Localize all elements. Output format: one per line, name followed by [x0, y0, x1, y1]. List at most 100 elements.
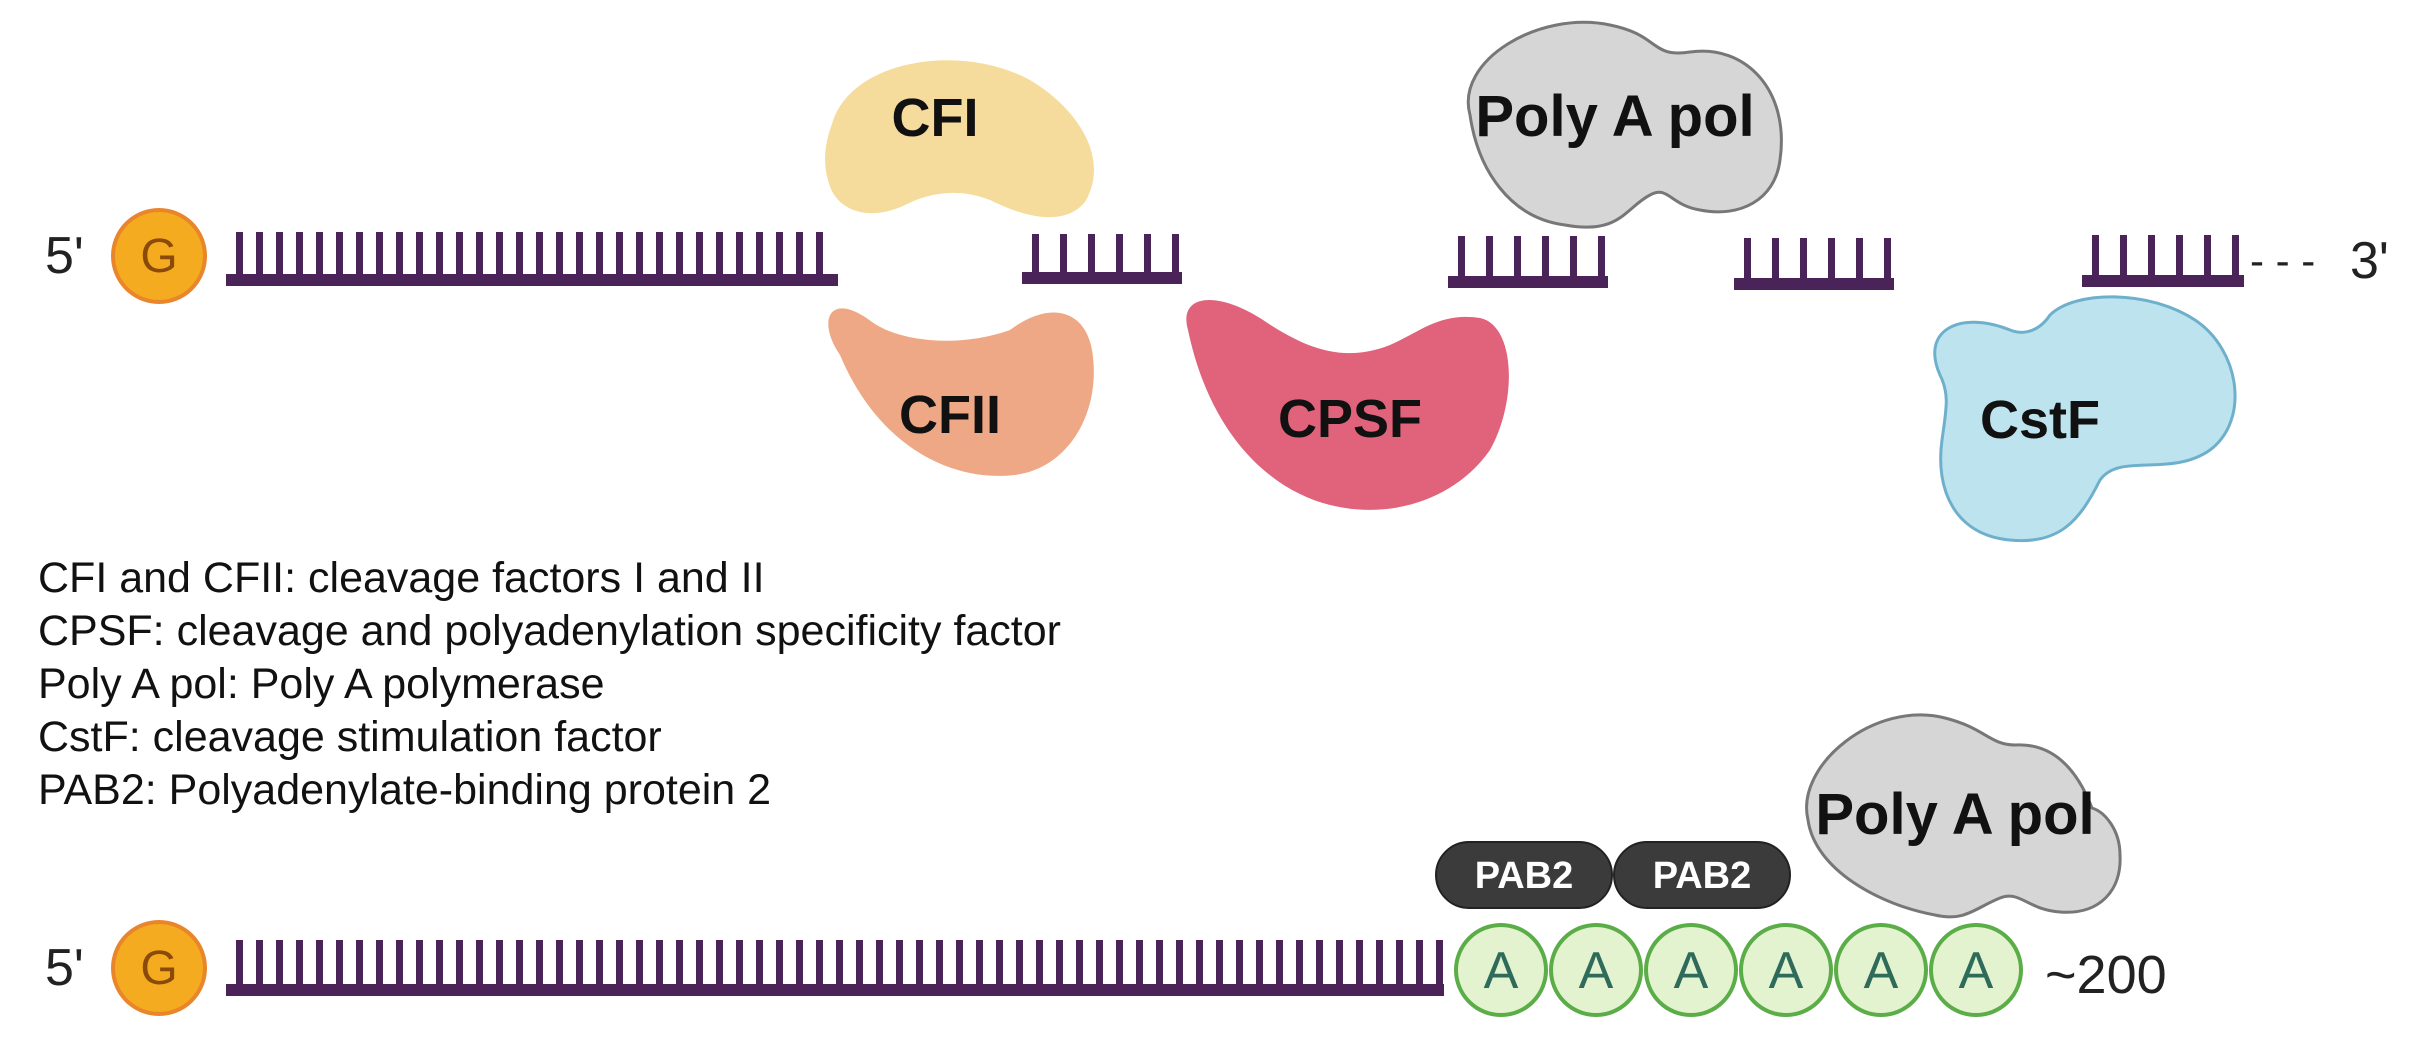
- rna-nucleotide-tick: [396, 940, 403, 986]
- rna-segment-4: [1734, 238, 1894, 290]
- polya-tail: A A A A A A: [1454, 923, 2023, 1017]
- polya-pol-bottom: Poly A pol: [1805, 713, 2122, 919]
- rna-nucleotide-tick: [2176, 235, 2183, 277]
- rna-nucleotide-tick: [716, 232, 723, 276]
- rna-nucleotide-tick: [1236, 940, 1243, 986]
- adenine-5: A: [1834, 923, 1928, 1017]
- rna-nucleotide-tick: [456, 232, 463, 276]
- rna-nucleotide-tick: [756, 940, 763, 986]
- rna-nucleotide-tick: [376, 940, 383, 986]
- rna-nucleotide-tick: [1056, 940, 1063, 986]
- top-5prime-label: 5': [45, 227, 84, 285]
- rna-nucleotide-tick: [636, 232, 643, 276]
- rna-nucleotide-tick: [1256, 940, 1263, 986]
- rna-nucleotide-tick: [1436, 940, 1443, 986]
- rna-nucleotide-tick: [1136, 940, 1143, 986]
- rna-backbone: [1734, 278, 1894, 290]
- top-dashes: - - -: [2250, 237, 2315, 284]
- rna-nucleotide-tick: [1116, 940, 1123, 986]
- rna-nucleotide-tick: [1744, 238, 1751, 280]
- rna-nucleotide-tick: [936, 940, 943, 986]
- pab2-protein-2: PAB2: [1613, 841, 1791, 909]
- rna-nucleotide-tick: [836, 940, 843, 986]
- rna-segment-5: [2082, 235, 2244, 287]
- bottom-rna-strand: [226, 940, 1444, 996]
- rna-nucleotide-tick: [276, 232, 283, 276]
- rna-nucleotide-tick: [356, 940, 363, 986]
- rna-nucleotide-tick: [1172, 234, 1179, 274]
- adenine-1: A: [1454, 923, 1548, 1017]
- rna-nucleotide-tick: [2092, 235, 2099, 277]
- rna-nucleotide-tick: [796, 940, 803, 986]
- rna-nucleotide-tick: [776, 940, 783, 986]
- rna-nucleotide-tick: [516, 232, 523, 276]
- rna-nucleotide-tick: [1060, 234, 1067, 274]
- rna-nucleotide-tick: [1828, 238, 1835, 280]
- rna-nucleotide-tick: [336, 232, 343, 276]
- rna-nucleotide-tick: [2204, 235, 2211, 277]
- rna-nucleotide-tick: [496, 940, 503, 986]
- adenine-3: A: [1644, 923, 1738, 1017]
- rna-backbone: [2082, 275, 2244, 287]
- rna-nucleotide-tick: [676, 940, 683, 986]
- rna-nucleotide-tick: [616, 940, 623, 986]
- rna-nucleotide-tick: [316, 232, 323, 276]
- cfi-label: CFI: [892, 88, 979, 148]
- rna-nucleotide-tick: [396, 232, 403, 276]
- rna-nucleotide-tick: [256, 940, 263, 986]
- rna-nucleotide-tick: [716, 940, 723, 986]
- cfi-protein: CFI: [825, 60, 1094, 218]
- rna-nucleotide-tick: [1144, 234, 1151, 274]
- rna-nucleotide-tick: [976, 940, 983, 986]
- rna-nucleotide-tick: [1884, 238, 1891, 280]
- pab2-label: PAB2: [1653, 855, 1752, 897]
- rna-nucleotide-tick: [736, 940, 743, 986]
- legend-line-4: CstF: cleavage stimulation factor: [38, 713, 662, 761]
- rna-nucleotide-tick: [2120, 235, 2127, 277]
- pab2-shape: [1435, 841, 1613, 909]
- pab2-label: PAB2: [1475, 855, 1574, 897]
- cfi-shape: [825, 60, 1094, 218]
- rna-nucleotide-tick: [1276, 940, 1283, 986]
- rna-nucleotide-tick: [376, 232, 383, 276]
- rna-nucleotide-tick: [236, 940, 243, 986]
- top-cap-label: G: [140, 230, 177, 283]
- polya-bottom-shape: [1805, 713, 2122, 919]
- rna-nucleotide-tick: [816, 232, 823, 276]
- rna-segment-2: [1022, 234, 1182, 284]
- cfii-protein: CFII: [828, 308, 1094, 476]
- rna-nucleotide-tick: [1598, 236, 1605, 278]
- rna-nucleotide-tick: [1514, 236, 1521, 278]
- legend-line-1: CFI and CFII: cleavage factors I and II: [38, 554, 765, 602]
- rna-nucleotide-tick: [856, 940, 863, 986]
- rna-nucleotide-tick: [316, 940, 323, 986]
- rna-nucleotide-tick: [596, 232, 603, 276]
- cfii-shape: [828, 308, 1094, 476]
- rna-nucleotide-tick: [1376, 940, 1383, 986]
- rna-nucleotide-tick: [816, 940, 823, 986]
- adenine-label: A: [1579, 942, 1614, 1000]
- adenine-label: A: [1864, 942, 1899, 1000]
- rna-segment-1: [226, 232, 838, 286]
- rna-nucleotide-tick: [916, 940, 923, 986]
- cpsf-shape: [1186, 299, 1509, 510]
- rna-nucleotide-tick: [736, 232, 743, 276]
- legend-line-2: CPSF: cleavage and polyadenylation speci…: [38, 607, 1061, 655]
- rna-nucleotide-tick: [656, 232, 663, 276]
- pab2-shape: [1613, 841, 1791, 909]
- rna-nucleotide-tick: [256, 232, 263, 276]
- cpsf-label: CPSF: [1278, 389, 1422, 449]
- rna-nucleotide-tick: [1336, 940, 1343, 986]
- rna-nucleotide-tick: [1542, 236, 1549, 278]
- rna-nucleotide-tick: [456, 940, 463, 986]
- cstf-shape: [1933, 295, 2237, 543]
- rna-nucleotide-tick: [436, 940, 443, 986]
- rna-nucleotide-tick: [1176, 940, 1183, 986]
- rna-backbone: [1022, 272, 1182, 284]
- rna-nucleotide-tick: [696, 940, 703, 986]
- top-3prime-label: 3': [2350, 232, 2389, 290]
- top-cap: G: [111, 208, 207, 304]
- bottom-5prime-label: 5': [45, 939, 84, 997]
- rna-nucleotide-tick: [1316, 940, 1323, 986]
